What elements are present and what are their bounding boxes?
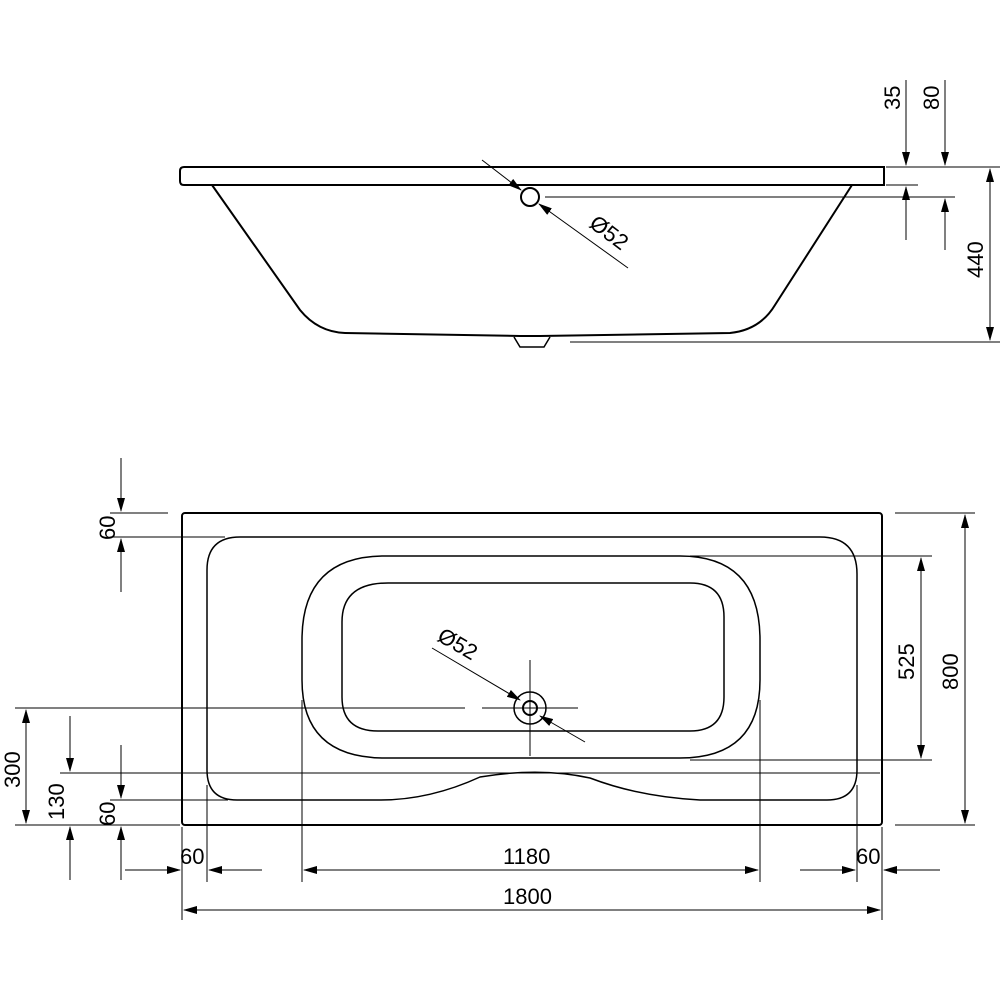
- drain-offset-label: 300: [0, 751, 25, 788]
- overflow-hole: [520, 187, 540, 207]
- top-view-basin-inner: [341, 582, 725, 732]
- top-drain-diameter-label: Ø52: [434, 623, 483, 665]
- top-view: Ø52 60 300 130 60 525 800: [0, 458, 975, 920]
- top-rim-label: 60: [95, 516, 120, 540]
- total-length-label: 1800: [503, 884, 552, 909]
- front-offset-label: 130: [44, 783, 69, 820]
- side-overflow-diameter-label: Ø52: [585, 210, 633, 255]
- top-view-basin-outer: [301, 555, 761, 759]
- right-rim-label: 60: [856, 844, 880, 869]
- inner-length-label: 525: [894, 643, 919, 680]
- side-view-basin: [211, 184, 853, 337]
- top-view-outer-rim: [181, 512, 883, 826]
- total-width-label: 800: [938, 653, 963, 690]
- side-view: Ø52 35 80 440: [179, 80, 1000, 348]
- rim-thickness-label: 35: [880, 86, 905, 110]
- side-view-rim: [179, 166, 885, 186]
- basin-length-label: 1180: [503, 844, 550, 869]
- left-rim-label: 60: [180, 844, 204, 869]
- total-depth-label: 440: [963, 241, 988, 278]
- overflow-height-label: 80: [919, 86, 944, 110]
- bottom-rim-label: 60: [95, 802, 120, 826]
- side-view-drain-outlet: [513, 336, 551, 348]
